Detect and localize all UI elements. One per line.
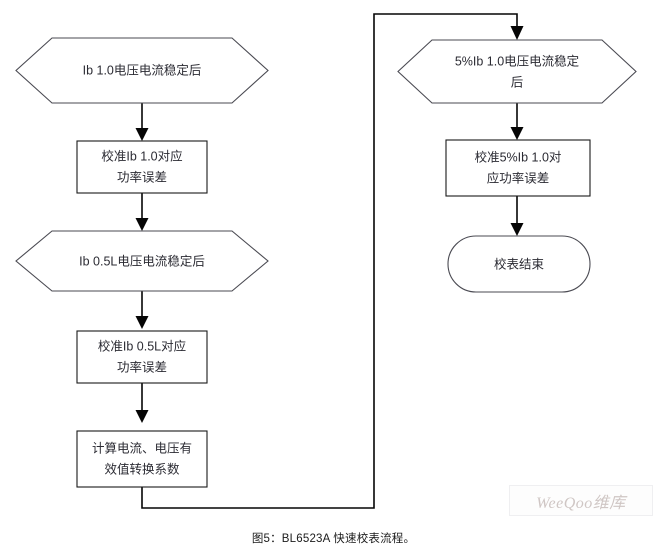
node-label-line2: 功率误差 — [117, 359, 167, 374]
rectangle-shape — [76, 330, 208, 384]
node-label-line2: 后 — [511, 75, 524, 89]
rectangle-shape — [76, 430, 208, 488]
node-label-line1: 校表结束 — [494, 256, 545, 271]
node-label-line1: Ib 0.5L电压电流稳定后 — [79, 253, 205, 268]
connector-layer — [135, 13, 524, 509]
node-label-line1: 计算电流、电压有 — [92, 440, 192, 455]
node-label-line2: 应功率误差 — [487, 170, 550, 185]
arrow-head-n7-to-n8 — [510, 223, 524, 236]
arrow-head-n6-to-n7 — [510, 127, 524, 140]
node-label-line1: 校准Ib 1.0对应 — [101, 148, 182, 163]
node-label-line1: 5%Ib 1.0电压电流稳定 — [455, 53, 579, 68]
arrow-head-n2-to-n3 — [135, 218, 149, 231]
node-label-line2: 效值转换系数 — [104, 461, 180, 476]
edge-n5-to-n6 — [141, 13, 518, 509]
node-ib-0-5l-stable[interactable]: Ib 0.5L电压电流稳定后 — [15, 230, 269, 292]
watermark: WeeQoo维库 — [509, 485, 653, 516]
node-5pct-ib-1-0-stable[interactable]: 5%Ib 1.0电压电流稳定 后 — [397, 39, 637, 104]
rectangle-shape — [76, 140, 208, 194]
arrow-head-n4-to-n5 — [135, 410, 149, 423]
node-label-line1: 校准5%Ib 1.0对 — [475, 149, 562, 164]
node-calibrate-ib-1-0-power-error[interactable]: 校准Ib 1.0对应 功率误差 — [76, 140, 208, 194]
node-calibrate-5pct-ib-1-0-power-error[interactable]: 校准5%Ib 1.0对 应功率误差 — [445, 139, 591, 197]
node-compute-rms-conversion-coefficients[interactable]: 计算电流、电压有 效值转换系数 — [76, 430, 208, 488]
stadium-shape — [447, 235, 591, 293]
node-label-line1: 校准Ib 0.5L对应 — [98, 338, 186, 353]
node-ib-1-0-stable[interactable]: Ib 1.0电压电流稳定后 — [15, 37, 269, 104]
hexagon-shape — [15, 37, 269, 104]
node-calibration-finished[interactable]: 校表结束 — [447, 235, 591, 293]
arrow-head-n3-to-n4 — [135, 316, 149, 329]
arrow-head-n1-to-n2 — [135, 128, 149, 141]
node-calibrate-ib-0-5l-power-error[interactable]: 校准Ib 0.5L对应 功率误差 — [76, 330, 208, 384]
node-label-line2: 功率误差 — [117, 169, 167, 184]
node-label-line1: Ib 1.0电压电流稳定后 — [83, 62, 202, 77]
hexagon-shape — [15, 230, 269, 292]
arrow-head-n5-to-n6 — [510, 26, 524, 40]
rectangle-shape — [445, 139, 591, 197]
figure-caption: 图5：BL6523A 快速校表流程。 — [251, 533, 416, 545]
hexagon-shape — [397, 39, 637, 104]
